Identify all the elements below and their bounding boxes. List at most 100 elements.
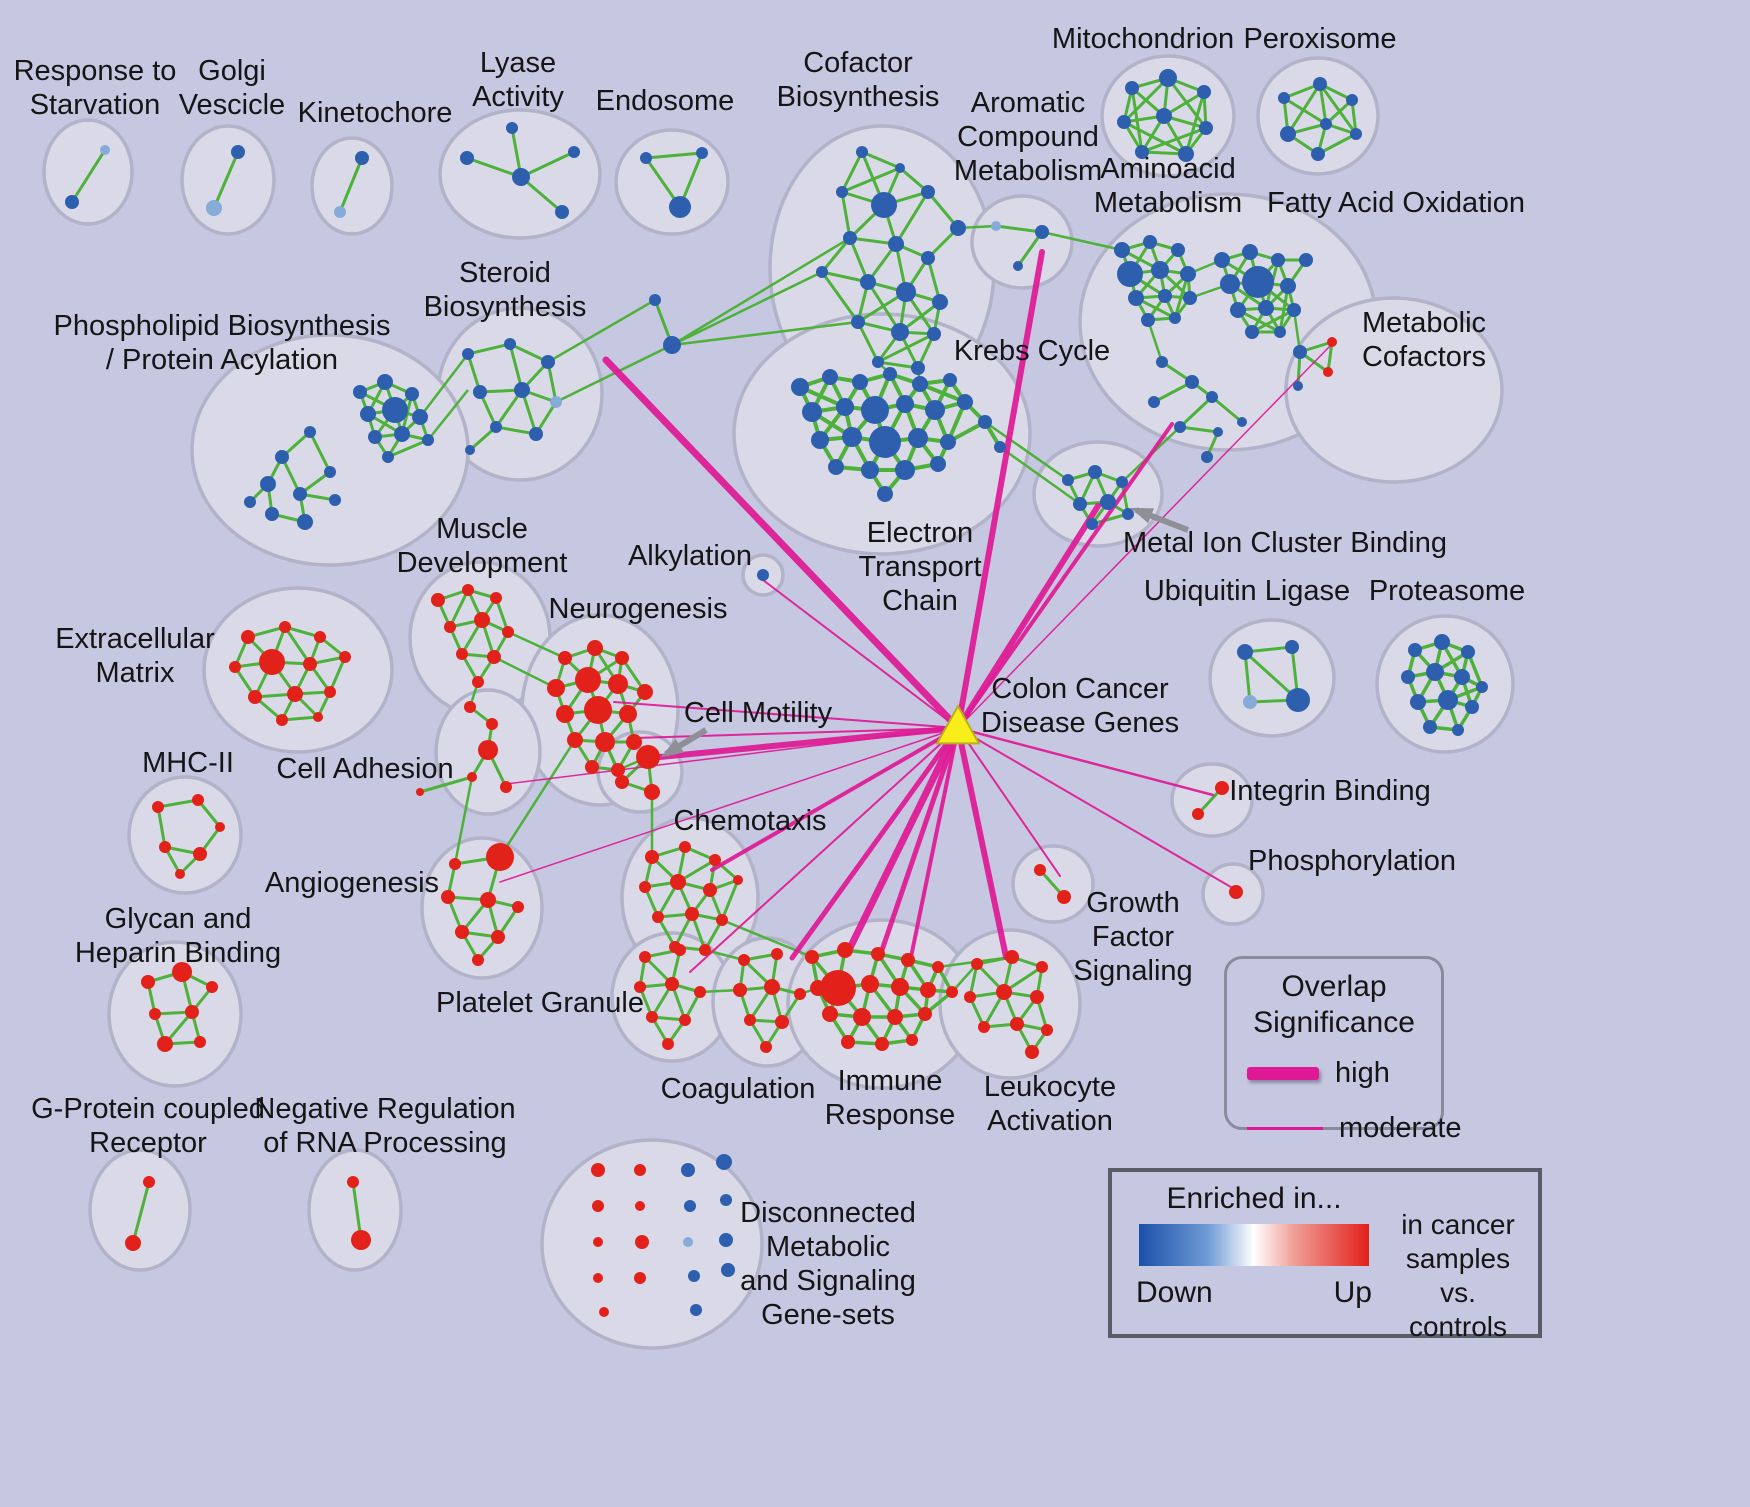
gene-set-node[interactable] xyxy=(512,168,530,186)
gene-set-node[interactable] xyxy=(994,441,1006,453)
gene-set-node[interactable] xyxy=(175,869,185,879)
gene-set-node[interactable] xyxy=(192,794,204,806)
gene-set-node[interactable] xyxy=(1169,312,1181,324)
gene-set-node[interactable] xyxy=(877,486,893,502)
gene-set-node[interactable] xyxy=(1073,497,1087,511)
gene-set-node[interactable] xyxy=(1280,278,1296,294)
gene-set-node[interactable] xyxy=(911,361,925,375)
gene-set-node[interactable] xyxy=(1213,427,1223,437)
gene-set-node[interactable] xyxy=(193,847,207,861)
gene-set-node[interactable] xyxy=(259,649,285,675)
gene-set-node[interactable] xyxy=(794,988,806,1000)
gene-set-node[interactable] xyxy=(314,631,326,643)
gene-set-node[interactable] xyxy=(467,772,477,782)
gene-set-node[interactable] xyxy=(639,881,651,893)
gene-set-node[interactable] xyxy=(486,718,498,730)
gene-set-node[interactable] xyxy=(1192,808,1204,820)
gene-set-node[interactable] xyxy=(529,427,543,441)
gene-set-node[interactable] xyxy=(1434,634,1450,650)
gene-set-node[interactable] xyxy=(684,1200,696,1212)
gene-set-node[interactable] xyxy=(875,1037,889,1051)
gene-set-node[interactable] xyxy=(1010,1017,1024,1031)
gene-set-node[interactable] xyxy=(709,854,721,866)
gene-set-node[interactable] xyxy=(626,734,642,750)
gene-set-node[interactable] xyxy=(1271,253,1285,267)
gene-set-node[interactable] xyxy=(490,421,502,433)
gene-set-node[interactable] xyxy=(1299,253,1313,267)
gene-set-node[interactable] xyxy=(930,456,946,472)
gene-set-node[interactable] xyxy=(822,369,838,385)
gene-set-node[interactable] xyxy=(662,1038,674,1050)
gene-set-node[interactable] xyxy=(462,348,474,360)
gene-set-node[interactable] xyxy=(927,327,941,341)
gene-set-node[interactable] xyxy=(837,942,853,958)
gene-set-node[interactable] xyxy=(828,459,844,475)
gene-set-node[interactable] xyxy=(462,584,474,596)
gene-set-node[interactable] xyxy=(1401,670,1415,684)
gene-set-node[interactable] xyxy=(1057,890,1071,904)
gene-set-node[interactable] xyxy=(1274,326,1286,338)
gene-set-node[interactable] xyxy=(615,775,629,789)
gene-set-node[interactable] xyxy=(276,714,288,726)
gene-set-node[interactable] xyxy=(304,426,316,438)
gene-set-node[interactable] xyxy=(978,1021,990,1033)
gene-set-node[interactable] xyxy=(265,507,279,521)
gene-set-node[interactable] xyxy=(1245,325,1259,339)
gene-set-node[interactable] xyxy=(347,1176,359,1188)
gene-set-node[interactable] xyxy=(836,186,848,198)
gene-set-node[interactable] xyxy=(244,496,256,508)
gene-set-node[interactable] xyxy=(149,1008,161,1020)
gene-set-node[interactable] xyxy=(688,1270,700,1282)
gene-set-node[interactable] xyxy=(805,950,819,964)
gene-set-node[interactable] xyxy=(334,206,346,218)
gene-set-node[interactable] xyxy=(444,621,456,633)
gene-set-node[interactable] xyxy=(1327,337,1337,347)
gene-set-node[interactable] xyxy=(1323,367,1333,377)
gene-set-node[interactable] xyxy=(636,745,660,769)
gene-set-node[interactable] xyxy=(918,1007,932,1021)
gene-set-node[interactable] xyxy=(694,986,706,998)
gene-set-node[interactable] xyxy=(512,901,524,913)
gene-set-node[interactable] xyxy=(65,195,79,209)
colon-cancer-disease-genes-node[interactable] xyxy=(935,703,981,745)
gene-set-node[interactable] xyxy=(1086,518,1098,530)
gene-set-node[interactable] xyxy=(412,409,428,425)
gene-set-node[interactable] xyxy=(760,1041,772,1053)
gene-set-node[interactable] xyxy=(555,205,569,219)
gene-set-node[interactable] xyxy=(550,396,562,408)
gene-set-node[interactable] xyxy=(674,944,686,956)
gene-set-node[interactable] xyxy=(820,970,856,1006)
gene-set-node[interactable] xyxy=(1013,261,1023,271)
gene-set-node[interactable] xyxy=(1174,421,1186,433)
gene-set-node[interactable] xyxy=(872,356,884,368)
gene-set-node[interactable] xyxy=(377,374,393,390)
gene-set-node[interactable] xyxy=(611,763,625,777)
gene-set-node[interactable] xyxy=(480,892,496,908)
gene-set-node[interactable] xyxy=(1293,345,1307,359)
gene-set-node[interactable] xyxy=(744,1014,756,1026)
gene-set-node[interactable] xyxy=(1465,700,1479,714)
gene-set-node[interactable] xyxy=(853,1008,871,1026)
gene-set-node[interactable] xyxy=(500,781,512,793)
gene-set-node[interactable] xyxy=(455,925,469,939)
gene-set-node[interactable] xyxy=(502,626,514,638)
gene-set-node[interactable] xyxy=(908,428,928,448)
gene-set-node[interactable] xyxy=(355,151,369,165)
gene-set-node[interactable] xyxy=(456,648,468,660)
gene-set-node[interactable] xyxy=(1423,720,1437,734)
gene-set-node[interactable] xyxy=(593,1273,603,1283)
gene-set-node[interactable] xyxy=(339,651,351,663)
gene-set-node[interactable] xyxy=(313,712,323,722)
gene-set-node[interactable] xyxy=(1025,1045,1039,1059)
gene-set-node[interactable] xyxy=(141,975,155,989)
gene-set-node[interactable] xyxy=(1476,681,1488,693)
gene-set-node[interactable] xyxy=(1062,474,1074,486)
gene-set-node[interactable] xyxy=(1100,494,1116,510)
gene-set-node[interactable] xyxy=(861,396,889,424)
gene-set-node[interactable] xyxy=(1452,724,1464,736)
gene-set-node[interactable] xyxy=(324,466,336,478)
gene-set-node[interactable] xyxy=(100,145,110,155)
gene-set-node[interactable] xyxy=(757,569,769,581)
gene-set-node[interactable] xyxy=(669,196,691,218)
gene-set-node[interactable] xyxy=(852,374,868,390)
